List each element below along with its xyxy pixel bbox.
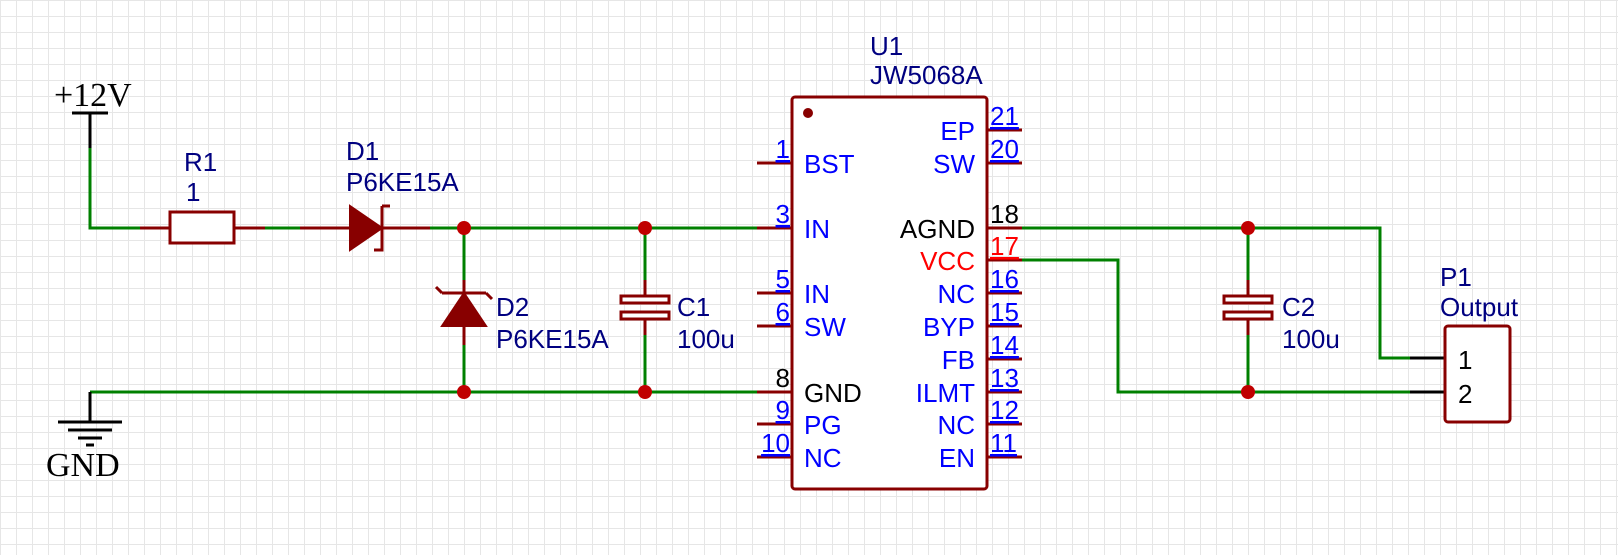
pin-number: 5 xyxy=(776,264,790,294)
p1-pin-1: 1 xyxy=(1458,345,1472,375)
pin-number: 13 xyxy=(990,363,1019,393)
pin-number: 6 xyxy=(776,297,790,327)
d2-ref: D2 xyxy=(496,292,529,322)
d2-value: P6KE15A xyxy=(496,324,609,354)
vin-power-symbol: +12V xyxy=(54,77,132,148)
d1-value: P6KE15A xyxy=(346,167,459,197)
ic-right-pin: 18 AGND xyxy=(900,199,1022,244)
junction-dot xyxy=(638,385,652,399)
c1-ref: C1 xyxy=(677,292,710,322)
pin1-marker xyxy=(803,108,813,118)
capacitor-c2: C2 100u xyxy=(1222,280,1340,354)
ic-right-pin: 11 EN xyxy=(939,428,1022,473)
capacitor-c1: C1 100u xyxy=(619,280,735,354)
pin-name: NC xyxy=(804,443,842,473)
ic-left-pin: 6 SW xyxy=(757,297,846,342)
pin-number: 15 xyxy=(990,297,1019,327)
r1-ref: R1 xyxy=(184,147,217,177)
p1-ref: P1 xyxy=(1440,262,1472,292)
ic-right-pin: 17 VCC xyxy=(920,231,1022,276)
pin-number: 3 xyxy=(776,199,790,229)
junctions xyxy=(457,221,1255,399)
ic-right-pin: 20 SW xyxy=(933,134,1022,179)
pin-number: 21 xyxy=(990,101,1019,131)
pin-name: AGND xyxy=(900,214,975,244)
pin-number: 1 xyxy=(776,134,790,164)
pin-name: ILMT xyxy=(916,378,975,408)
ic-right-pin: 21 EP xyxy=(940,101,1022,146)
ic-right-pin: 12 NC xyxy=(937,395,1022,440)
d1-ref: D1 xyxy=(346,136,379,166)
wire-vcc xyxy=(1022,258,1410,394)
c2-ref: C2 xyxy=(1282,292,1315,322)
pin-name: EP xyxy=(940,116,975,146)
pin-name: EN xyxy=(939,443,975,473)
c1-value: 100u xyxy=(677,324,735,354)
connector-p1: 1 2 P1 Output xyxy=(1410,262,1519,424)
diode-d1: D1 P6KE15A xyxy=(300,136,459,252)
pin-name: GND xyxy=(804,378,862,408)
diode-d2: D2 P6KE15A xyxy=(434,280,609,354)
ic-left-pin: 5 IN xyxy=(757,264,830,309)
gnd-power-symbol: GND xyxy=(46,392,122,484)
junction-dot xyxy=(1241,385,1255,399)
pin-number: 14 xyxy=(990,330,1019,360)
pin-name: VCC xyxy=(920,246,975,276)
junction-dot xyxy=(457,221,471,235)
c2-value: 100u xyxy=(1282,324,1340,354)
p1-pin-2: 2 xyxy=(1458,379,1472,409)
ic-u1: U1 JW5068A 1 BST 3 IN 5 IN 6 SW 8 GND xyxy=(757,31,1022,491)
pin-number: 17 xyxy=(990,231,1019,261)
pin-number: 20 xyxy=(990,134,1019,164)
ic-left-pin: 9 PG xyxy=(757,395,842,440)
pin-name: NC xyxy=(937,279,975,309)
pin-number: 12 xyxy=(990,395,1019,425)
pin-number: 8 xyxy=(776,363,790,393)
pin-number: 16 xyxy=(990,264,1019,294)
ic-left-pin: 1 BST xyxy=(757,134,855,179)
pin-name: SW xyxy=(804,312,846,342)
ic-right-pin: 16 NC xyxy=(937,264,1022,309)
pin-name: BYP xyxy=(923,312,975,342)
u1-ref: U1 xyxy=(870,31,903,61)
ic-left-pin: 8 GND xyxy=(757,363,862,408)
pin-number: 18 xyxy=(990,199,1019,229)
junction-dot xyxy=(1241,221,1255,235)
pin-name: SW xyxy=(933,149,975,179)
resistor-r1: R1 1 xyxy=(140,147,265,245)
ic-left-pin: 10 NC xyxy=(757,428,842,473)
ic-right-pin: 14 FB xyxy=(942,330,1022,375)
wires xyxy=(88,148,1410,394)
ic-right-pin: 13 ILMT xyxy=(916,363,1022,408)
junction-dot xyxy=(457,385,471,399)
wire-vin xyxy=(88,148,140,230)
pin-number: 9 xyxy=(776,395,790,425)
ic-left-pin: 3 IN xyxy=(757,199,830,244)
vin-label: +12V xyxy=(54,77,132,114)
pin-name: NC xyxy=(937,410,975,440)
p1-value: Output xyxy=(1440,292,1519,322)
pin-name: FB xyxy=(942,345,975,375)
pin-number: 11 xyxy=(990,428,1017,458)
gnd-label: GND xyxy=(46,447,120,484)
junction-dot xyxy=(638,221,652,235)
pin-name: IN xyxy=(804,214,830,244)
ic-right-pin: 15 BYP xyxy=(923,297,1022,342)
pin-name: PG xyxy=(804,410,842,440)
u1-part: JW5068A xyxy=(870,60,983,90)
pin-number: 10 xyxy=(761,428,790,458)
r1-value: 1 xyxy=(186,177,200,207)
pin-name: BST xyxy=(804,149,855,179)
pin-name: IN xyxy=(804,279,830,309)
wire-agnd xyxy=(1022,226,1410,360)
